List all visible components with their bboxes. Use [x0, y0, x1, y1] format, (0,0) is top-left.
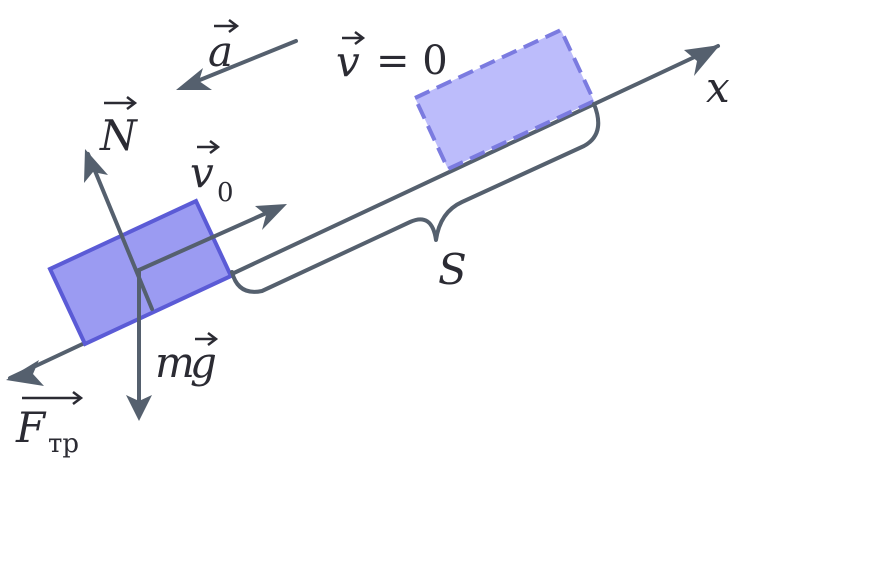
acceleration-arrowhead — [176, 68, 212, 90]
initial-velocity-arrow — [137, 205, 282, 272]
acceleration-arrow — [183, 39, 298, 88]
gravity-mass-symbol: m — [155, 338, 195, 387]
normal-symbol: N — [99, 111, 138, 160]
gravity-g-symbol: g — [190, 338, 217, 387]
friction-subscript: тр — [48, 429, 79, 459]
gravity-arrowhead — [126, 395, 152, 421]
final-velocity-label: v = 0 — [336, 31, 448, 86]
accel-label: a — [208, 19, 240, 76]
accel-symbol: a — [208, 27, 233, 76]
initial-velocity-subscript: 0 — [217, 178, 234, 208]
initial-velocity-arrowhead — [255, 204, 287, 230]
final-velocity-vector-tip — [354, 31, 366, 45]
gravity-vector-tip — [207, 332, 219, 346]
friction-label: F тр — [15, 391, 84, 459]
normal-force-arrowhead — [84, 149, 108, 183]
initial-velocity-vector-tip — [209, 140, 221, 154]
normal-vector-tip — [126, 96, 138, 110]
friction-symbol: F — [15, 403, 47, 452]
distance-label: S — [438, 245, 467, 294]
initial-velocity-label: v 0 — [190, 140, 234, 208]
friction-vector-tip — [72, 391, 84, 405]
final-velocity-symbol: v — [336, 37, 360, 86]
final-position-block — [412, 27, 597, 172]
distance-brace — [230, 102, 601, 294]
final-velocity-equation: = 0 — [376, 38, 448, 84]
initial-velocity-symbol: v — [190, 148, 214, 197]
normal-label: N — [99, 96, 138, 160]
axis-label: x — [706, 63, 730, 112]
gravity-label: m g — [155, 332, 219, 387]
x-axis-arrowhead — [684, 45, 720, 76]
normal-force-arrow — [86, 152, 154, 311]
accel-vector-tip — [228, 19, 240, 33]
friction-arrowhead — [6, 360, 44, 386]
